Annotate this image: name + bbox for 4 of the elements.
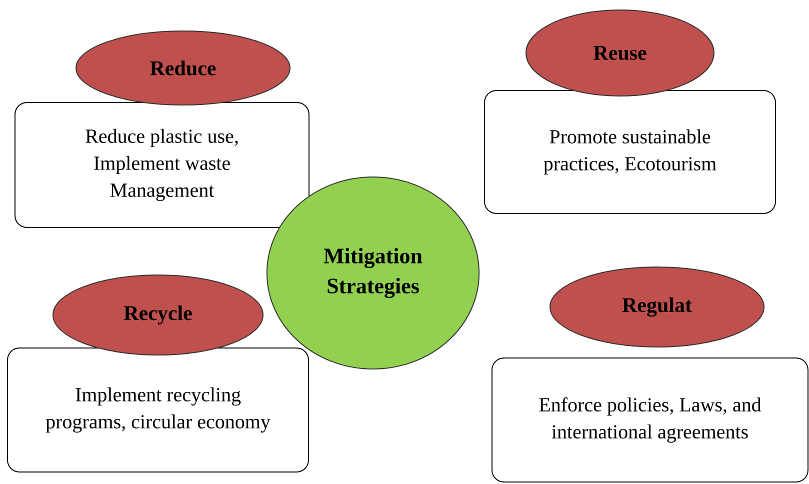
text-box: Enforce policies, Laws, and international agreements	[492, 358, 808, 482]
text-box: Reduce plastic use, Implement waste Management	[14, 102, 310, 228]
text-box: Promote sustainable practices, Ecotourism	[484, 90, 776, 214]
text-box: Implement recycling programs, circular economy	[7, 348, 309, 472]
